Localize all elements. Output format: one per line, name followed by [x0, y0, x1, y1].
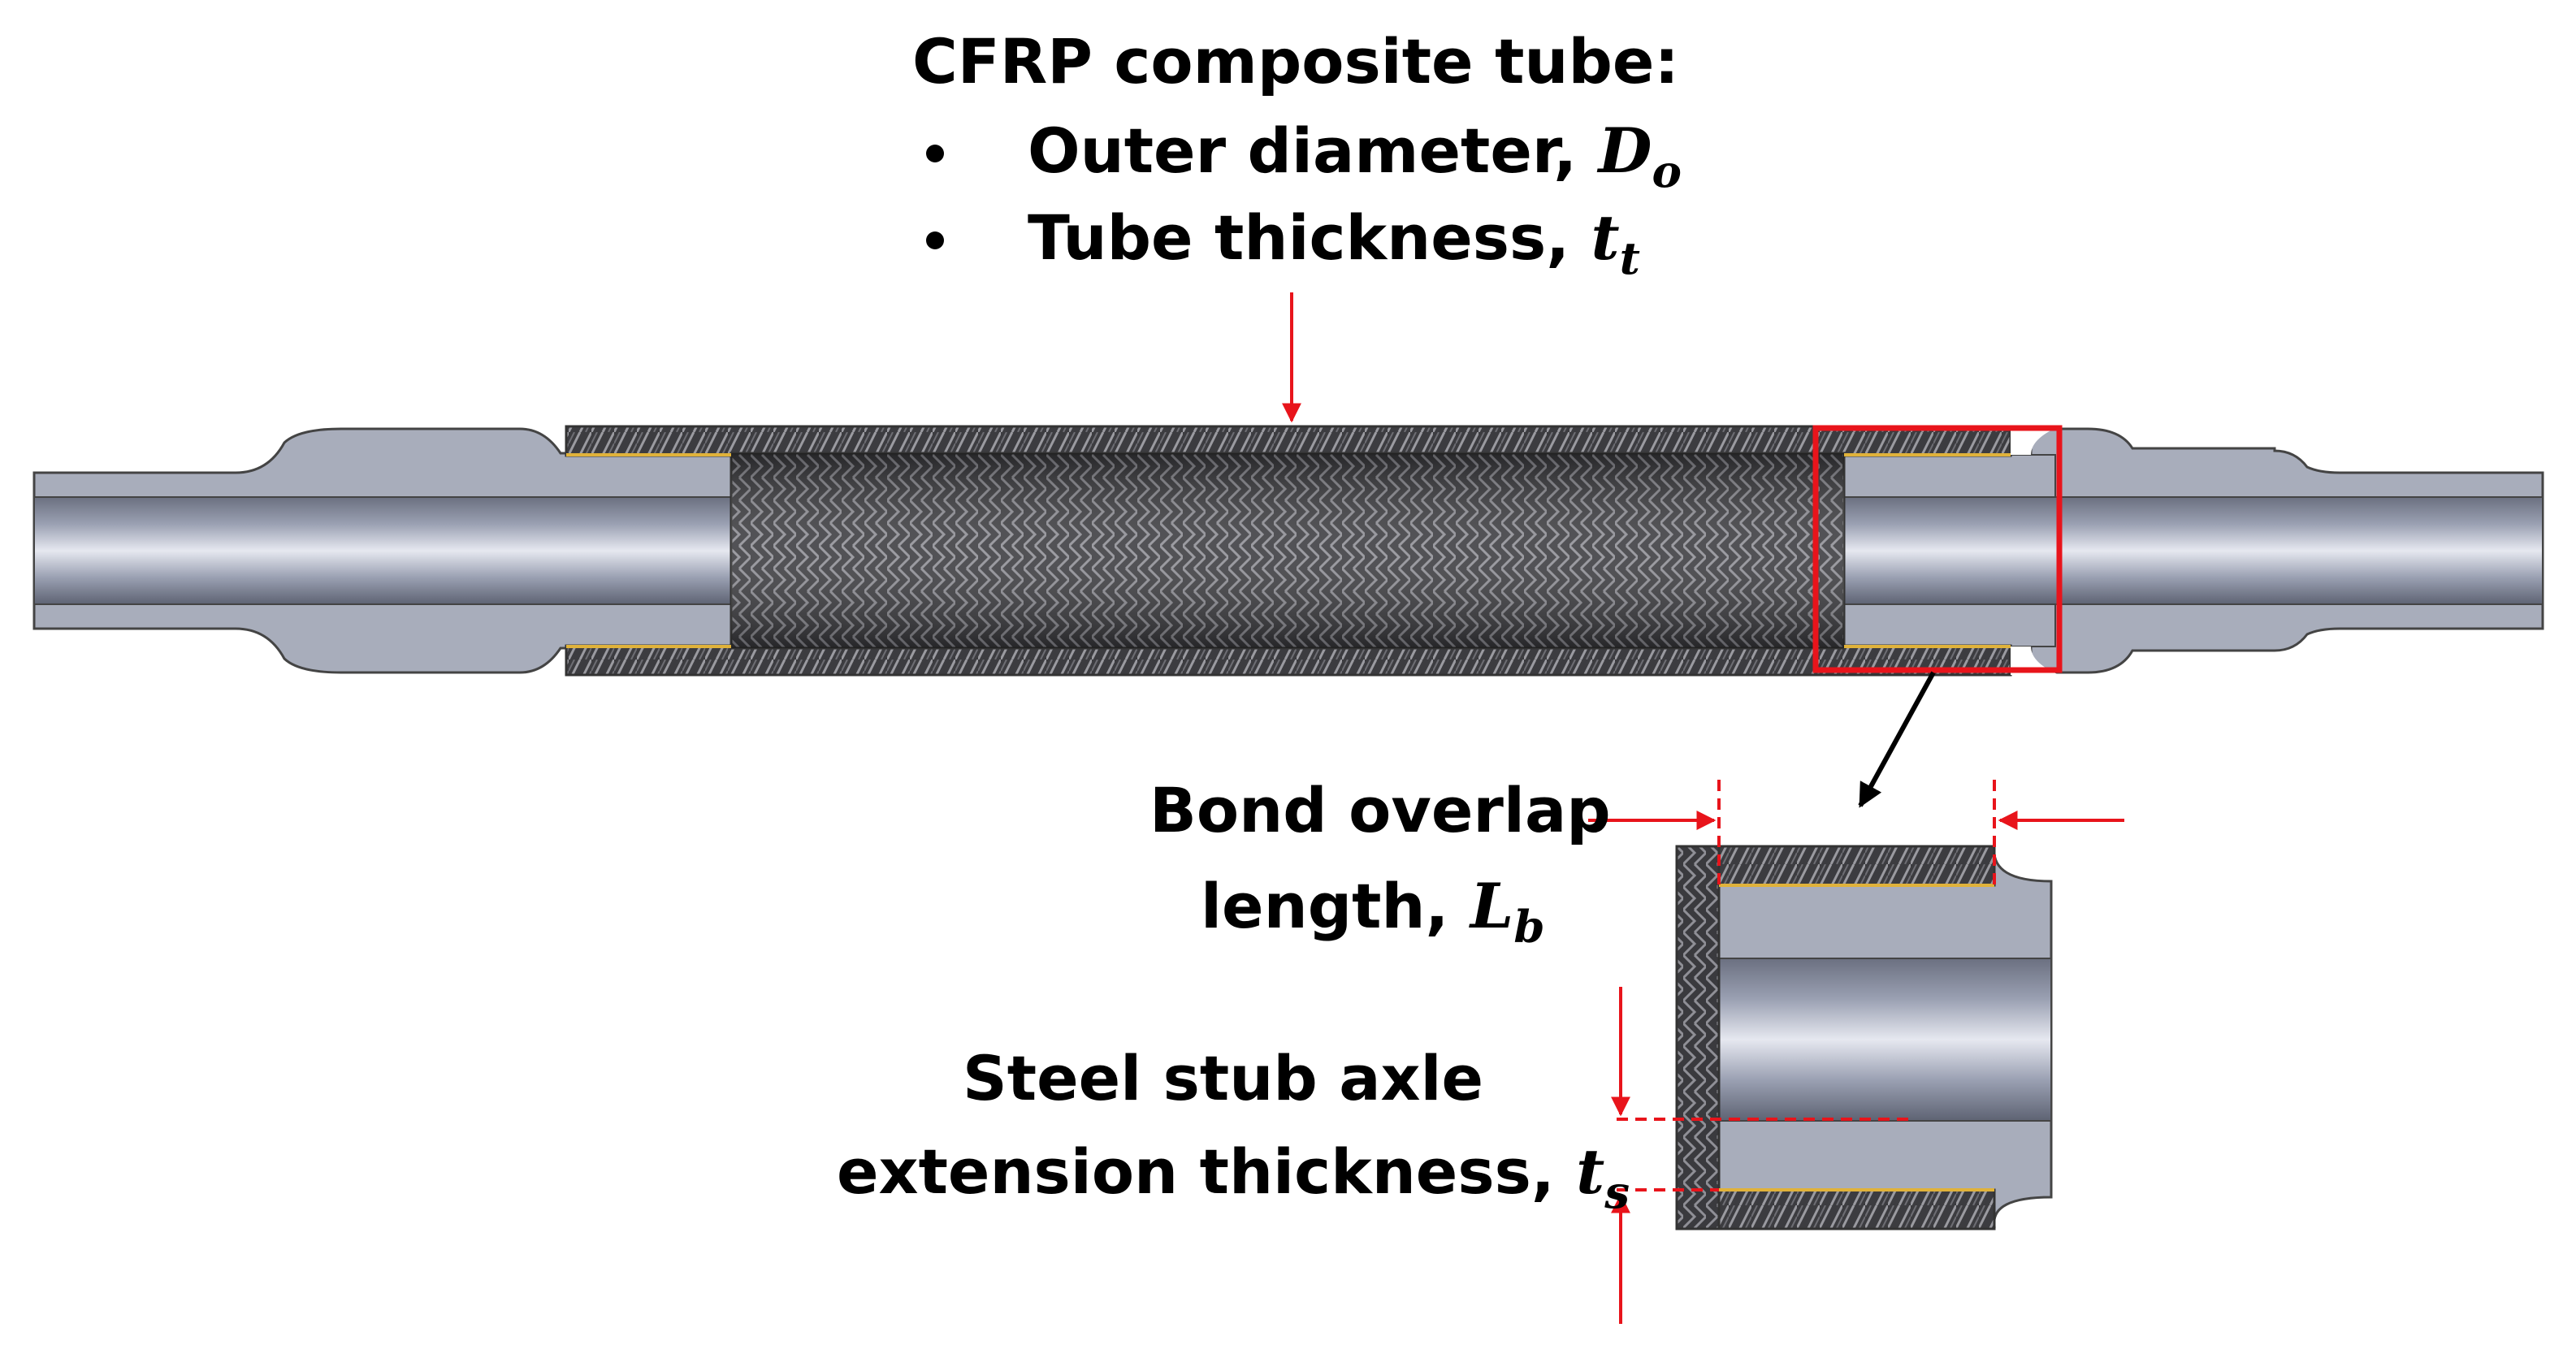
left-stub-axle — [32, 427, 733, 674]
bullet-1 — [926, 145, 944, 162]
right-stub-axle — [1843, 427, 2544, 674]
zoom-arrow — [1858, 671, 1936, 808]
cfrp-tube — [565, 425, 2059, 677]
detail-highlight-box — [1812, 425, 2063, 673]
steel-stub-label-line1: Steel stub axle — [963, 1042, 1484, 1114]
outer-diameter-label: Outer diameter, Do — [1028, 115, 1682, 197]
bond-overlap-label-line1: Bond overlap — [1149, 774, 1611, 846]
tube-label-title: CFRP composite tube: — [912, 25, 1679, 97]
steel-stub-label-line2: extension thickness, ts — [837, 1135, 1630, 1218]
detail-view — [1675, 845, 2053, 1230]
bond-overlap-label-line2: length, Lb — [1201, 870, 1545, 953]
tube-thickness-label: Tube thickness, tt — [1028, 201, 1640, 284]
bond-length-dimension — [1588, 780, 2124, 885]
steel-thickness-dimension — [1611, 987, 1909, 1324]
bullet-2 — [926, 231, 944, 249]
